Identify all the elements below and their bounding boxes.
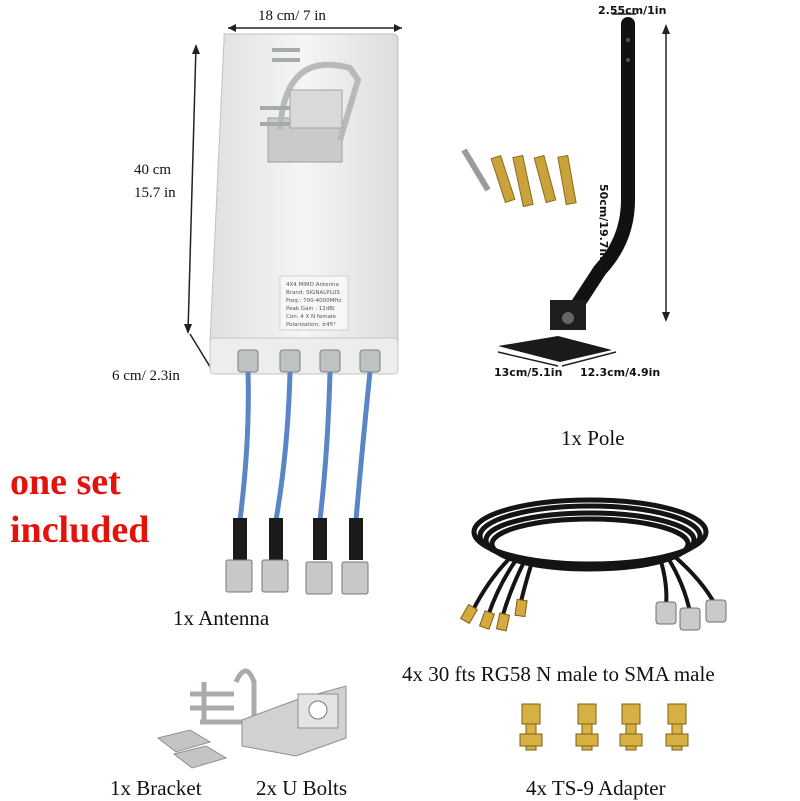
antenna-depth-label: 6 cm/ 2.3in [112,368,180,384]
ubolts-caption: 2x U Bolts [256,776,348,800]
antenna-height-arrow [187,45,197,333]
antenna-width-label: 18 cm/ 7 in [258,8,326,24]
spec-line: Freq.: 700-4000MHz [286,298,341,304]
pole-base-right-label: 12.3cm/4.9in [580,366,661,379]
promo-line-1: one set [10,461,121,503]
anchor-bolts [461,148,577,208]
pole-top-label: 2.55cm/1in [598,4,667,17]
spec-line: Con: 4 X N female [286,314,336,320]
bracket-ubolts-illustration [156,668,347,769]
spec-line: Peak Gain : 12dBi [286,306,335,312]
spec-line: Polarization: ±45° [286,322,336,328]
bracket-caption: 1x Bracket [110,776,202,800]
promo-line-2: included [10,509,150,551]
adapter-illustration [519,703,689,751]
adapter-caption: 4x TS-9 Adapter [526,776,666,800]
pole-height-label: 50cm/19.7in [597,184,610,261]
pole-illustration [461,13,670,367]
cable-caption: 4x 30 fts RG58 N male to SMA male [402,662,715,686]
antenna-height-label-cm: 40 cm [134,162,172,178]
cable-illustration [459,497,727,632]
pole-base-left-label: 13cm/5.1in [494,366,563,379]
promo-text: one set included [10,458,149,554]
spec-sticker [279,275,349,331]
antenna-caption: 1x Antenna [173,606,270,630]
pigtail-cables [237,371,373,521]
antenna-illustration: 4X4 MIMO Antenna Brand: SIGNALPLUS Freq.… [184,24,402,595]
spec-line: Brand: SIGNALPLUS [286,290,340,296]
pole-base-plate [498,336,612,362]
cable-connectors [225,518,369,595]
antenna-height-label-in: 15.7 in [134,185,176,201]
pole-body [563,17,635,323]
spec-line: 4X4 MIMO Antenna [286,282,339,288]
pole-caption: 1x Pole [561,426,625,450]
